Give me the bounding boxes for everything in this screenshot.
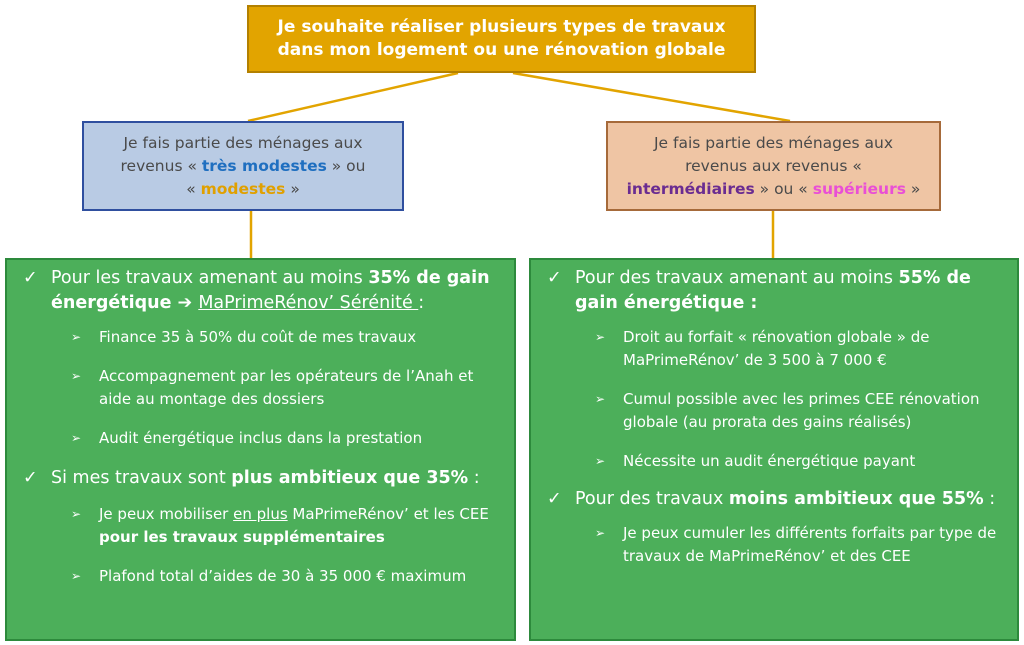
right-sub-text: Droit au forfait « rénovation globale » …: [623, 328, 930, 369]
left-sub-text: Plafond total d’aides de 30 à 35 000 € m…: [99, 567, 467, 585]
left-sub-item: ➢ Je peux mobiliser en plus MaPrimeRénov’…: [17, 503, 504, 549]
left-sub-text: Audit énergétique inclus dans la prestat…: [99, 429, 423, 447]
left-category-text: «: [186, 180, 201, 198]
main-question-line1: Je souhaite réaliser plusieurs types de …: [277, 17, 726, 37]
left-category-line3: « modestes »: [84, 178, 402, 201]
right-category-line2: revenus aux revenus «: [685, 157, 862, 175]
right-category-text: » ou «: [754, 180, 813, 198]
right-item1-bold: 55% de gain énergétique :: [575, 268, 971, 313]
arrow-bullet-icon: ➢: [595, 454, 606, 468]
income-intermediate: intermédiaires: [626, 180, 755, 198]
left-category-text: revenus «: [120, 157, 202, 175]
left-category-line1: Je fais partie des ménages aux: [123, 134, 363, 152]
arrow-bullet-icon: ➢: [71, 507, 82, 521]
left-sub-item: ➢ Plafond total d’aides de 30 à 35 000 € …: [17, 565, 504, 588]
check-icon: ✓: [23, 468, 38, 488]
connector-top-right: [512, 71, 791, 123]
right-sub-text: Cumul possible avec les primes CEE rénov…: [623, 390, 980, 431]
right-item-55-percent: ✓ Pour des travaux amenant au moins 55% …: [541, 266, 1007, 316]
arrow-right-icon: ➔: [171, 293, 199, 313]
left-item-35-percent: ✓ Pour les travaux amenant au moins 35% …: [17, 266, 504, 316]
arrow-bullet-icon: ➢: [71, 431, 82, 445]
left-item1-bold: 35% de gain énergétique: [51, 268, 490, 313]
income-superior: supérieurs: [812, 180, 906, 198]
arrow-bullet-icon: ➢: [71, 330, 82, 344]
arrow-bullet-icon: ➢: [71, 569, 82, 583]
left-category-text: » ou: [326, 157, 366, 175]
right-item-less-ambitious: ✓ Pour des travaux moins ambitieux que 5…: [541, 487, 1007, 512]
right-item2-text: Pour des travaux: [575, 489, 729, 509]
right-category-text: »: [905, 180, 921, 198]
check-icon: ✓: [23, 268, 38, 288]
right-sub-text: Nécessite un audit énergétique payant: [623, 452, 916, 470]
in-addition-text: en plus: [233, 505, 288, 523]
left-category-line2: revenus « très modestes » ou: [84, 155, 402, 178]
left-sub-item: ➢ Accompagnement par les opérateurs de l’…: [17, 365, 504, 411]
maprimerenov-serenite-link: MaPrimeRénov’ Sérénité: [198, 293, 419, 313]
left-sub-text: MaPrimeRénov’ et les CEE: [287, 505, 489, 523]
arrow-bullet-icon: ➢: [595, 526, 606, 540]
left-item1-text: :: [418, 293, 425, 313]
right-income-category-box: Je fais partie des ménages aux revenus a…: [606, 121, 941, 211]
left-sub-text: Accompagnement par les opérateurs de l’A…: [99, 367, 474, 408]
right-aid-panel: ✓ Pour des travaux amenant au moins 55% …: [529, 258, 1019, 641]
main-question-line2: dans mon logement ou une rénovation glob…: [277, 40, 726, 60]
income-modest: modestes: [200, 180, 286, 198]
left-sub-text: Finance 35 à 50% du coût de mes travaux: [99, 328, 417, 346]
left-income-category-box: Je fais partie des ménages aux revenus «…: [82, 121, 404, 211]
check-icon: ✓: [547, 489, 562, 509]
extra-works-bold: pour les travaux supplémentaires: [99, 528, 385, 546]
right-item1-text: Pour des travaux amenant au moins: [575, 268, 899, 288]
left-item2-text: :: [468, 468, 480, 488]
right-item2-text: :: [983, 489, 996, 509]
right-sub-item: ➢ Cumul possible avec les primes CEE réno…: [541, 388, 1007, 434]
check-icon: ✓: [547, 268, 562, 288]
right-category-line3: intermédiaires » ou « supérieurs »: [608, 178, 939, 201]
right-category-line1: Je fais partie des ménages aux: [653, 134, 894, 152]
left-sub-item: ➢ Audit énergétique inclus dans la presta…: [17, 427, 504, 450]
income-very-modest: très modestes: [201, 157, 327, 175]
left-item-more-ambitious: ✓ Si mes travaux sont plus ambitieux que…: [17, 466, 504, 491]
arrow-bullet-icon: ➢: [595, 330, 606, 344]
arrow-bullet-icon: ➢: [595, 392, 606, 406]
right-item2-bold: moins ambitieux que 55%: [728, 489, 984, 509]
right-sub-item: ➢ Je peux cumuler les différents forfaits…: [541, 522, 1007, 568]
connector-top-left: [247, 71, 459, 123]
right-sub-text: Je peux cumuler les différents forfaits …: [623, 524, 997, 565]
left-aid-panel: ✓ Pour les travaux amenant au moins 35% …: [5, 258, 516, 641]
left-item1-text: Pour les travaux amenant au moins: [51, 268, 369, 288]
left-sub-text: Je peux mobiliser: [99, 505, 234, 523]
right-sub-item: ➢ Nécessite un audit énergétique payant: [541, 450, 1007, 473]
right-sub-item: ➢ Droit au forfait « rénovation globale »…: [541, 326, 1007, 372]
arrow-bullet-icon: ➢: [71, 369, 82, 383]
left-item2-text: Si mes travaux sont: [51, 468, 232, 488]
left-category-text: »: [285, 180, 300, 198]
left-item2-bold: plus ambitieux que 35%: [231, 468, 469, 488]
left-sub-item: ➢ Finance 35 à 50% du coût de mes travaux: [17, 326, 504, 349]
main-question-box: Je souhaite réaliser plusieurs types de …: [247, 5, 756, 73]
